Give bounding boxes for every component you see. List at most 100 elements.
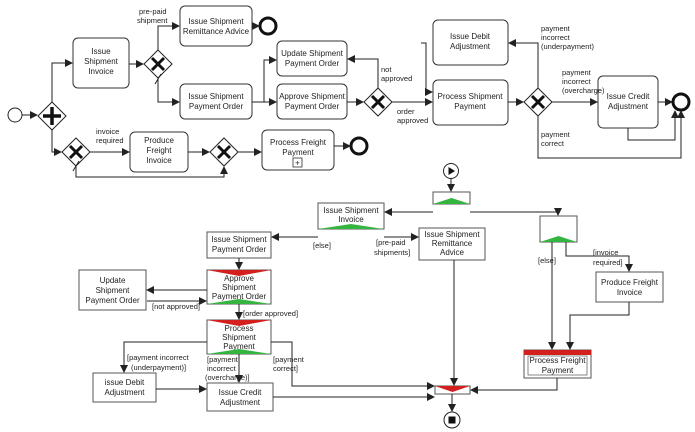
svg-text:Adjustment: Adjustment — [608, 102, 649, 111]
svg-text:Produce Freight: Produce Freight — [601, 278, 659, 287]
task-process-shipment-payment: Process Shipment Payment — [432, 79, 509, 126]
action-issue-credit-adjustment: Issue Credit Adjustment — [206, 382, 274, 412]
svg-text:required]: required] — [593, 258, 623, 267]
task-issue-shipment-invoice: Issue Shipment Invoice — [72, 37, 130, 89]
svg-text:[payment incorrect: [payment incorrect — [127, 353, 190, 362]
subprocess-marker-icon — [292, 157, 303, 168]
svg-text:Shipment: Shipment — [84, 57, 119, 66]
svg-text:Payment: Payment — [223, 342, 255, 351]
svg-text:Payment Order: Payment Order — [85, 296, 140, 305]
action-approve-shipment-payment-order: Approve Shipment Payment Order — [206, 269, 272, 305]
svg-text:Issue Credit: Issue Credit — [607, 92, 650, 101]
svg-text:issue Debit: issue Debit — [105, 378, 145, 387]
svg-text:Payment Order: Payment Order — [285, 102, 340, 111]
svg-text:Invoice: Invoice — [338, 215, 364, 224]
svg-text:[payment: [payment — [207, 355, 239, 364]
svg-text:(underpayment): (underpayment) — [541, 42, 594, 51]
svg-text:Issue Shipment: Issue Shipment — [424, 230, 480, 239]
svg-text:Approve Shipment: Approve Shipment — [279, 92, 346, 101]
svg-text:shipments]: shipments] — [374, 248, 410, 257]
svg-text:Adjustment: Adjustment — [450, 42, 491, 51]
fork-node-freight — [539, 215, 578, 243]
svg-text:[pre-paid: [pre-paid — [376, 238, 406, 247]
end-event-remittance — [258, 16, 278, 36]
svg-text:Issue Credit: Issue Credit — [219, 388, 262, 397]
svg-text:[payment: [payment — [273, 355, 305, 364]
svg-text:Issue Debit: Issue Debit — [450, 32, 491, 41]
svg-text:Payment: Payment — [282, 148, 314, 157]
svg-text:(overcharge)]: (overcharge)] — [205, 373, 250, 382]
task-process-freight-payment: Process Freight Payment + — [261, 129, 335, 171]
start-event — [7, 107, 23, 123]
svg-text:Payment: Payment — [454, 102, 486, 111]
svg-text:Produce: Produce — [144, 136, 174, 145]
svg-text:Advice: Advice — [440, 248, 465, 257]
svg-text:+: + — [295, 159, 300, 168]
svg-text:not: not — [381, 65, 392, 74]
xor-gateway-freight-merge — [209, 137, 239, 167]
svg-text:Remittance Advice: Remittance Advice — [183, 27, 250, 36]
svg-text:Adjustment: Adjustment — [104, 388, 145, 397]
activity-diagram: Issue Shipment Invoice Issue Shipment Pa… — [78, 163, 664, 429]
svg-text:(underpayment)]: (underpayment)] — [131, 363, 186, 372]
action-process-shipment-payment: Process Shipment Payment — [206, 319, 272, 355]
svg-text:order: order — [397, 107, 415, 116]
action-issue-shipment-remittance-advice: Issue Shipment Remittance Advice — [418, 227, 486, 261]
svg-text:[order approved]: [order approved] — [243, 309, 298, 318]
svg-text:Process: Process — [225, 324, 254, 333]
bpmn-diagram: Issue Shipment Invoice Issue Shipment Re… — [7, 5, 691, 178]
svg-text:Shipment: Shipment — [222, 283, 257, 292]
task-issue-shipment-payment-order: Issue Shipment Payment Order — [179, 83, 253, 120]
action-update-shipment-payment-order: Update Shipment Payment Order — [78, 269, 147, 311]
svg-text:Process Freight: Process Freight — [529, 356, 586, 365]
svg-text:approved: approved — [397, 116, 428, 125]
svg-text:Approve: Approve — [224, 274, 254, 283]
svg-text:incorrect: incorrect — [541, 33, 571, 42]
action-issue-shipment-payment-order: Issue Shipment Payment Order — [206, 231, 272, 259]
svg-text:shipment: shipment — [137, 16, 168, 25]
xor-gateway-payment — [523, 87, 553, 117]
svg-text:correct]: correct] — [273, 364, 298, 373]
xor-gateway-approval — [363, 87, 393, 117]
svg-text:payment: payment — [541, 130, 571, 139]
svg-text:Issue Shipment: Issue Shipment — [188, 92, 244, 101]
svg-text:Process Shipment: Process Shipment — [438, 92, 504, 101]
svg-text:payment: payment — [541, 24, 571, 33]
task-issue-credit-adjustment: Issue Credit Adjustment — [597, 75, 659, 129]
svg-text:Shipment: Shipment — [222, 333, 257, 342]
task-issue-shipment-remittance-advice: Issue Shipment Remittance Advice — [179, 5, 253, 47]
action-produce-freight-invoice: Produce Freight Invoice — [595, 271, 664, 303]
svg-text:Freight: Freight — [147, 146, 173, 155]
task-approve-shipment-payment-order: Approve Shipment Payment Order — [276, 83, 348, 120]
svg-text:incorrect: incorrect — [207, 364, 237, 373]
svg-text:Adjustment: Adjustment — [220, 398, 261, 407]
svg-text:Update: Update — [100, 276, 126, 285]
task-update-shipment-payment-order: Update Shipment Payment Order — [276, 40, 348, 77]
svg-text:(overcharge): (overcharge) — [562, 86, 605, 95]
svg-text:Issue: Issue — [91, 47, 111, 56]
svg-text:Issue Shipment: Issue Shipment — [211, 235, 267, 244]
svg-text:Shipment: Shipment — [96, 286, 131, 295]
svg-text:Invoice: Invoice — [617, 288, 643, 297]
svg-text:approved: approved — [381, 74, 412, 83]
xor-gateway-invoice — [61, 137, 91, 167]
action-process-freight-payment: Process Freight Payment — [523, 349, 592, 379]
svg-text:Invoice: Invoice — [88, 67, 114, 76]
svg-text:Issue Shipment: Issue Shipment — [323, 206, 379, 215]
svg-text:Remittance: Remittance — [432, 239, 473, 248]
svg-text:Payment Order: Payment Order — [212, 292, 267, 301]
svg-text:correct: correct — [541, 139, 565, 148]
svg-text:incorrect: incorrect — [562, 77, 592, 86]
svg-text:payment: payment — [562, 68, 592, 77]
svg-text:Issue Shipment: Issue Shipment — [188, 17, 244, 26]
task-issue-debit-adjustment: Issue Debit Adjustment — [432, 19, 509, 66]
action-issue-debit-adjustment: issue Debit Adjustment — [92, 372, 157, 403]
svg-text:Payment Order: Payment Order — [189, 102, 244, 111]
svg-text:required: required — [96, 136, 124, 145]
end-event-freight — [349, 136, 369, 156]
svg-text:[not approved]: [not approved] — [152, 302, 200, 311]
svg-text:Payment Order: Payment Order — [285, 59, 340, 68]
task-produce-freight-invoice: Produce Freight Invoice — [129, 131, 189, 173]
svg-text:[else]: [else] — [313, 241, 331, 250]
end-event-adjustment — [671, 92, 691, 112]
